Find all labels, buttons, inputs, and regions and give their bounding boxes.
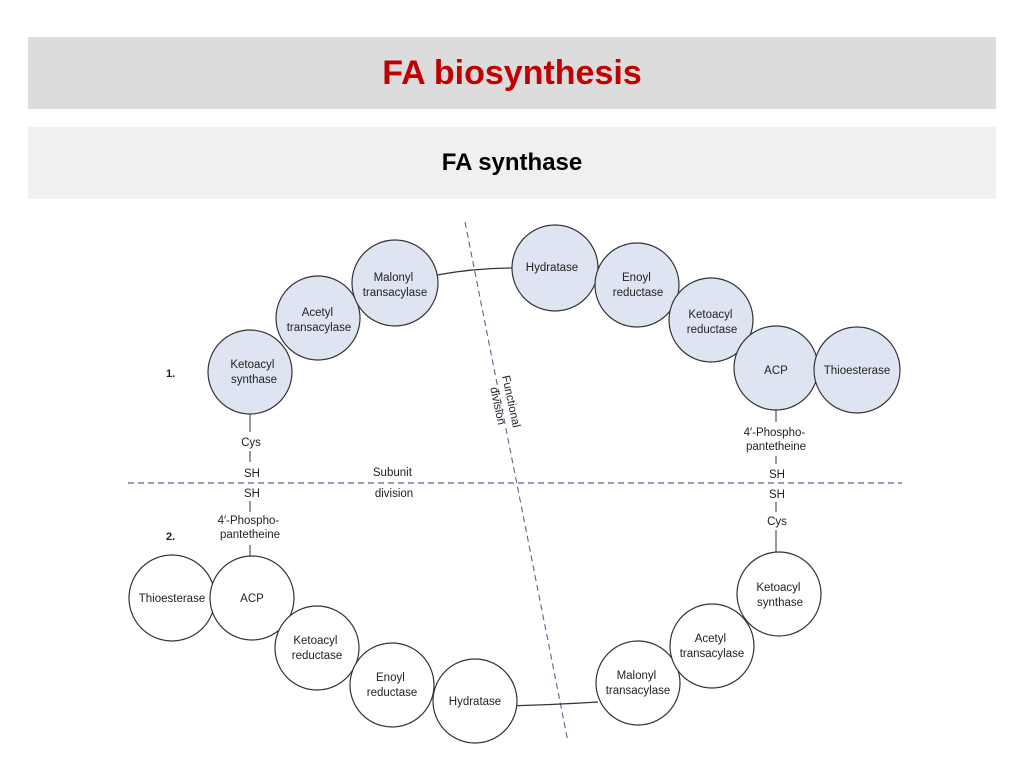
s2-malonyl-transacylase-line2: transacylase	[606, 685, 671, 697]
s1-malonyl-transacylase-line1: Malonyl	[374, 272, 414, 284]
s2-malonyl-transacylase-domain	[595, 640, 681, 726]
title-bar: FA biosynthesis	[28, 37, 996, 109]
s2-marker: 2.	[166, 531, 175, 543]
s1-enoyl-reductase-label: Enoyl reductase	[613, 272, 664, 299]
s1-enoyl-reductase-line2: reductase	[613, 287, 664, 299]
s1-enoyl-reductase-domain	[594, 242, 680, 328]
s2-enoyl-reductase-domain	[349, 642, 435, 728]
s1-ketoacyl-reductase-line2: reductase	[687, 324, 738, 336]
s1-thioesterase-label: Thioesterase	[824, 365, 890, 377]
subunit-division-line1: Subunit	[373, 467, 413, 479]
functional-division-text: Functional division	[485, 374, 522, 434]
s1-acetyl-transacylase-line1: Acetyl	[302, 307, 333, 319]
s1-malonyl-transacylase-domain	[351, 239, 439, 327]
s2-acp-label: ACP	[240, 593, 264, 605]
s2-left-phospho-line1: 4′-Phospho-	[218, 515, 280, 527]
subtitle-bar: FA synthase	[28, 127, 996, 199]
s1-ketoacyl-synthase-label: Ketoacyl synthase	[230, 359, 277, 386]
s2-malonyl-transacylase-label: Malonyl transacylase	[606, 670, 671, 697]
functional-division-label: Functional division	[485, 374, 522, 434]
s2-acetyl-transacylase-domain	[669, 603, 755, 689]
s1-acetyl-transacylase-domain	[275, 275, 361, 361]
s2-enoyl-reductase-label: Enoyl reductase	[367, 672, 418, 699]
s1-left-cys-label: Cys	[241, 437, 261, 449]
s2-enoyl-reductase-line2: reductase	[367, 687, 418, 699]
s2-enoyl-reductase-line1: Enoyl	[376, 672, 405, 684]
s1-right-phospho-label: 4′-Phospho- pantetheine	[744, 427, 809, 453]
s2-ketoacyl-synthase-line2: synthase	[757, 597, 803, 609]
s1-ketoacyl-synthase-line1: Ketoacyl	[230, 359, 274, 371]
s2-ketoacyl-synthase-domain	[736, 551, 822, 637]
subunit-division-line2: division	[375, 488, 413, 500]
subunit-1	[207, 224, 901, 415]
s1-enoyl-reductase-line1: Enoyl	[622, 272, 651, 284]
s1-malonyl-transacylase-line2: transacylase	[363, 287, 428, 299]
s1-ketoacyl-synthase-domain	[207, 329, 293, 415]
s2-acetyl-transacylase-line2: transacylase	[680, 648, 745, 660]
s1-acetyl-transacylase-line2: transacylase	[287, 322, 352, 334]
functional-division-line	[464, 221, 569, 743]
s2-malonyl-transacylase-line1: Malonyl	[617, 670, 657, 682]
s2-ketoacyl-reductase-line2: reductase	[292, 650, 343, 662]
s2-thioesterase-label: Thioesterase	[139, 593, 205, 605]
s1-thioesterase-domain	[813, 326, 901, 414]
s1-right-sh-label: SH	[769, 469, 785, 481]
s2-ketoacyl-reductase-line1: Ketoacyl	[293, 635, 337, 647]
s2-hydratase-domain	[432, 658, 518, 744]
s2-ketoacyl-reductase-label: Ketoacyl reductase	[292, 635, 343, 662]
subunit-2	[128, 551, 822, 744]
s2-left-sh-label: SH	[244, 488, 260, 500]
s1-ketoacyl-reductase-domain	[668, 277, 754, 363]
s2-acp-domain	[209, 555, 295, 641]
s2-ketoacyl-synthase-line1: Ketoacyl	[756, 582, 800, 594]
s2-acetyl-transacylase-line1: Acetyl	[695, 633, 726, 645]
slide-subtitle: FA synthase	[441, 149, 583, 176]
s2-left-phospho-line2: pantetheine	[220, 529, 280, 541]
s1-hydratase-label: Hydratase	[526, 262, 578, 274]
s2-left-phospho-label: 4′-Phospho- pantetheine	[218, 515, 283, 541]
s2-acetyl-transacylase-label: Acetyl transacylase	[680, 633, 745, 660]
s2-ketoacyl-reductase-domain	[274, 605, 360, 691]
s1-ketoacyl-reductase-line1: Ketoacyl	[688, 309, 732, 321]
s2-hydratase-label: Hydratase	[449, 696, 501, 708]
s1-right-phospho-line1: 4′-Phospho-	[744, 427, 806, 439]
s2-ketoacyl-synthase-label: Ketoacyl synthase	[756, 582, 803, 609]
s1-acetyl-transacylase-label: Acetyl transacylase	[287, 307, 352, 334]
s2-right-sh-label: SH	[769, 489, 785, 501]
subunit-division-label: Subunit division	[373, 467, 415, 500]
s1-right-phospho-line2: pantetheine	[746, 441, 806, 453]
s1-acp-label: ACP	[764, 365, 788, 377]
s1-ketoacyl-synthase-line2: synthase	[231, 374, 277, 386]
s1-left-sh-label: SH	[244, 468, 260, 480]
subunit1-linker	[436, 267, 515, 276]
s2-right-cys-label: Cys	[767, 516, 787, 528]
s1-ketoacyl-reductase-label: Ketoacyl reductase	[687, 309, 738, 336]
s1-malonyl-transacylase-label: Malonyl transacylase	[363, 272, 428, 299]
slide-title: FA biosynthesis	[382, 53, 642, 92]
s1-marker: 1.	[166, 368, 175, 380]
